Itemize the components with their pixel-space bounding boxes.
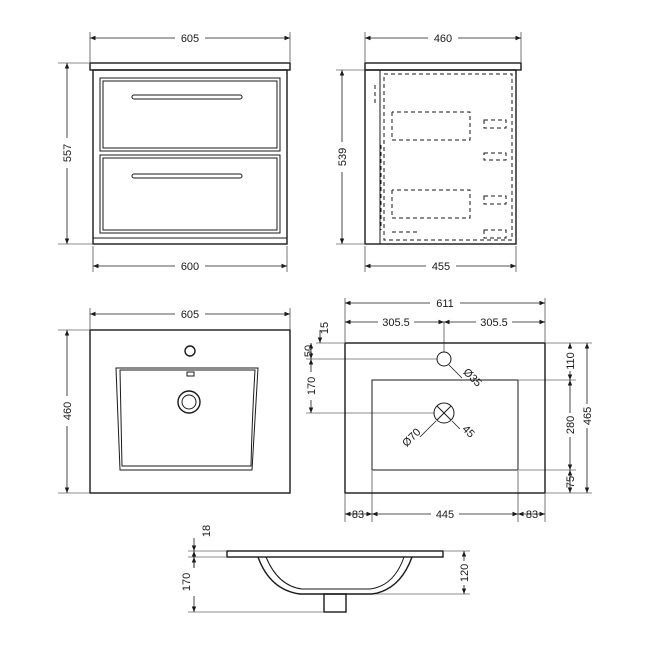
dim-plan-left-half: 305.5 <box>382 317 410 329</box>
dim-plan-waste-angle: 45 <box>460 423 477 440</box>
basin-outline <box>89 329 291 494</box>
dim-basin-top-depth: 460 <box>62 402 74 420</box>
front-drawer-top <box>99 77 281 152</box>
tap-hole <box>184 345 196 357</box>
basin-plan-bowl <box>371 379 519 471</box>
dim-plan-waste-offset: 170 <box>306 377 318 395</box>
plan-tap-hole <box>436 351 452 367</box>
leader-waste-diameter <box>419 420 437 438</box>
side-hidden-drawer-top <box>391 111 471 141</box>
dim-plan-waste-diameter: Ø70 <box>400 426 423 449</box>
dim-plan-left-margin: 83 <box>352 509 364 521</box>
side-hidden-outline <box>383 73 513 241</box>
dim-plan-right-margin: 83 <box>526 509 538 521</box>
section-waste <box>323 593 347 613</box>
dim-plan-overall-width: 611 <box>436 298 454 310</box>
section-rim <box>226 550 444 558</box>
basin-plan-outline <box>344 342 546 494</box>
basin-section-view: 18 170 120 <box>181 525 471 613</box>
dim-plan-bowl-width: 445 <box>436 509 454 521</box>
front-worktop <box>89 62 291 71</box>
dim-front-height: 557 <box>62 144 74 162</box>
waste-outer <box>177 390 201 414</box>
dim-plan-top-offset: 15 <box>319 322 331 334</box>
front-drawer-top-handle <box>131 94 243 100</box>
front-view: 605 600 557 <box>58 31 291 273</box>
basin-bowl-rim <box>115 367 259 471</box>
dim-section-rim-thickness: 18 <box>201 525 213 537</box>
front-drawer-bottom-inner <box>102 157 278 231</box>
dim-side-height: 539 <box>337 148 349 166</box>
dim-basin-top-width: 605 <box>181 309 199 321</box>
basin-top-view: 605 460 <box>58 307 291 494</box>
waste-inner <box>181 394 197 410</box>
dim-section-bowl-height: 120 <box>459 564 471 582</box>
dim-plan-right-half: 305.5 <box>480 317 508 329</box>
side-hidden-drawer-bottom <box>391 189 471 219</box>
front-drawer-top-inner <box>102 80 278 149</box>
front-drawer-bottom-handle <box>131 173 243 179</box>
dim-plan-bowl-bottom-margin: 75 <box>565 476 577 488</box>
leader-waste-angle <box>451 420 461 430</box>
overflow-slot <box>186 371 195 377</box>
dim-plan-bowl-depth: 280 <box>565 416 577 434</box>
front-carcass <box>92 69 288 245</box>
dim-side-bottom-depth: 455 <box>432 261 450 273</box>
dim-plan-tap-diameter: Ø35 <box>461 366 484 389</box>
basin-bowl <box>119 369 256 467</box>
front-drawer-bottom <box>99 154 281 234</box>
dim-front-bottom-width: 600 <box>181 261 199 273</box>
side-carcass <box>364 69 517 245</box>
dim-front-top-width: 605 <box>181 33 199 45</box>
basin-dimensioned-view: 611 305.5 305.5 15 50 170 Ø35 Ø70 45 <box>303 296 594 522</box>
dim-plan-bowl-top-margin: 110 <box>565 352 577 370</box>
dim-side-top-depth: 460 <box>434 33 452 45</box>
dim-plan-tap-offset: 50 <box>303 345 315 357</box>
dim-plan-overall-depth: 465 <box>582 407 594 425</box>
leader-tap-diameter <box>448 364 463 379</box>
side-view: 460 455 539 <box>335 31 522 273</box>
side-worktop <box>364 62 522 71</box>
section-bowl <box>257 556 413 595</box>
dim-section-overall-height: 170 <box>181 573 193 591</box>
